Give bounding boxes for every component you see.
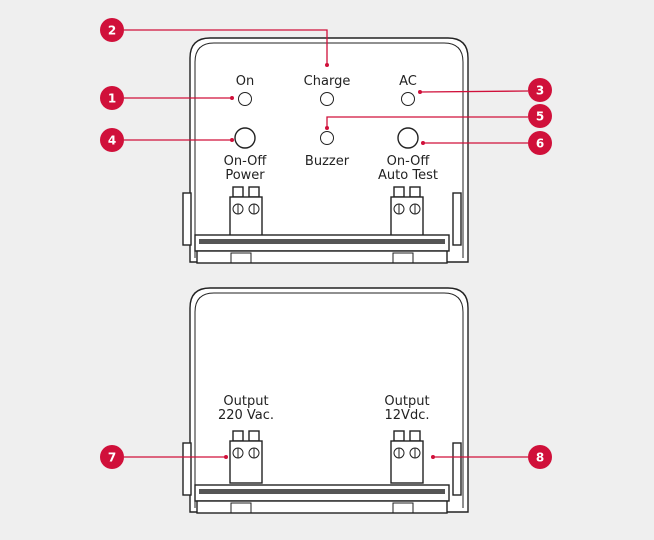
- svg-text:2: 2: [108, 24, 116, 38]
- callout-5: 5: [528, 104, 552, 128]
- label-buzzer: Buzzer: [305, 154, 350, 169]
- top-panel: On Charge AC On-Off Power Buzzer On-Off …: [182, 37, 469, 264]
- led-on: [238, 92, 252, 106]
- svg-text:6: 6: [536, 137, 544, 151]
- callout-7: 7: [100, 445, 124, 469]
- label-on: On: [236, 74, 254, 89]
- led-charge: [320, 92, 334, 106]
- callout-8: 8: [528, 445, 552, 469]
- svg-text:1: 1: [108, 92, 116, 106]
- callout-1: 1: [100, 86, 124, 110]
- power-button: [234, 127, 256, 149]
- label-ac: AC: [399, 74, 417, 89]
- label-autotest-1: On-Off: [387, 154, 431, 169]
- led-ac: [401, 92, 415, 106]
- callout-4: 4: [100, 128, 124, 152]
- label-output-ac-1: Output: [223, 394, 268, 409]
- label-power-2: Power: [225, 168, 265, 183]
- callout-2: 2: [100, 18, 124, 42]
- leader-lines: [124, 29, 529, 459]
- svg-text:4: 4: [108, 134, 116, 148]
- buzzer: [320, 131, 334, 145]
- svg-text:3: 3: [536, 84, 544, 98]
- callout-3: 3: [528, 78, 552, 102]
- autotest-button: [397, 127, 419, 149]
- label-output-ac-2: 220 Vac.: [218, 408, 274, 423]
- label-output-dc-2: 12Vdc.: [385, 408, 430, 423]
- svg-text:5: 5: [536, 110, 544, 124]
- label-autotest-2: Auto Test: [378, 168, 438, 183]
- svg-text:8: 8: [536, 451, 544, 465]
- bottom-panel: Output 220 Vac. Output 12Vdc.: [182, 287, 469, 514]
- callout-6: 6: [528, 131, 552, 155]
- label-power-1: On-Off: [224, 154, 268, 169]
- svg-text:7: 7: [108, 451, 116, 465]
- label-charge: Charge: [304, 74, 351, 89]
- label-output-dc-1: Output: [384, 394, 429, 409]
